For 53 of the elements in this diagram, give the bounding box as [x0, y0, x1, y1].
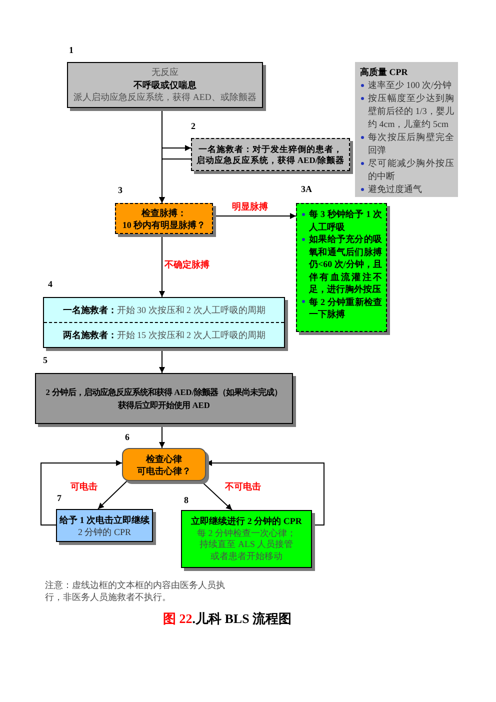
decision-box	[122, 448, 206, 481]
process-box	[296, 203, 387, 332]
bullet-text: 每次按压后胸壁完全回弹	[368, 131, 454, 157]
step-number: 3	[118, 185, 122, 196]
step-number: 4	[48, 279, 52, 290]
instruction-text: 一名施救者：开始 30 次按压和 2 次人工呼吸的周期	[62, 304, 266, 316]
edge-label: 可电击	[70, 482, 98, 492]
step-text: 2 分钟后，启动应急反应系统和获得 AED/除颤器（如果尚未完成）	[46, 386, 282, 398]
edge-label: 不可电击	[224, 482, 262, 492]
step-text: 无反应	[152, 66, 178, 79]
step-number: 6	[125, 432, 130, 443]
step-text: 检查脉搏：	[142, 206, 186, 218]
process-box	[35, 373, 293, 424]
step-number: 8	[184, 495, 188, 506]
step-text: 每 2 分钟检查一次心律；持续直至 ALS 人员接管或者患者开始移动	[196, 528, 297, 562]
arrow	[98, 480, 128, 510]
process-box	[43, 297, 285, 348]
arrow	[40, 460, 122, 526]
step-number: 1	[69, 45, 74, 56]
bullet-text: 每 3 秒钟给予 1 次人工呼吸	[309, 208, 382, 233]
step-text: 一名施救者：对于发生猝倒的患者，启动应急反应系统，获得 AED/除颤器	[196, 144, 346, 166]
step-text: 给予 1 次电击立即继续	[60, 514, 150, 526]
bullet-text: 每 2 分钟重新检查一下脉搏	[309, 296, 382, 320]
step-text: 可电击心律？	[137, 464, 191, 476]
instruction-text: 两名施救者：开始 15 次按压和 2 次人工呼吸的周期	[62, 329, 266, 341]
process-box	[181, 510, 312, 568]
bullet-text: 尽可能减少胸外按压的中断	[368, 157, 454, 183]
bullet-text: 如果给予充分的吸氧和通气后们脉搏仍<60 次/分钟，且伴有血流灌注不足，进行胸外按压	[309, 233, 382, 296]
figure-title: 图 22.儿科 BLS 流程图	[163, 611, 292, 627]
step-number: 5	[43, 355, 48, 366]
process-box	[56, 509, 153, 542]
bullet-text: 按压幅度至少达到胸壁前后径的 1/3，婴儿约 4cm，儿童约 5cm	[368, 92, 454, 131]
bullet-text: 避免过度通气	[368, 183, 423, 196]
edge-label: 明显脉搏	[231, 202, 269, 212]
decision-box	[115, 203, 213, 234]
step-text: 派人启动应急反应系统，获得 AED、或除颤器	[74, 91, 256, 104]
step-number: 3A	[301, 184, 312, 195]
bullet-text: 速率至少 100 次/分钟	[368, 79, 453, 92]
process-box	[191, 138, 350, 171]
edge-label: 不确定脉搏	[164, 260, 210, 270]
arrow	[159, 158, 192, 204]
step-text: 检查心律	[146, 452, 182, 464]
process-box	[67, 62, 263, 108]
step-text: 10 秒内有明显脉搏？	[122, 218, 206, 230]
step-text: 不呼吸或仅喘息	[134, 78, 196, 92]
step-text: 获得后立即开始使用 AED	[118, 400, 210, 412]
step-text: 2 分钟的 CPR	[78, 526, 131, 538]
step-text: 立即继续进行 2 分钟的 CPR	[191, 516, 302, 528]
step-number: 7	[57, 493, 62, 504]
note-text: 注意：虚线边框的文本框的内容由医务人员执行，非医务人员施救者不执行。	[45, 579, 226, 603]
panel-heading: 高质量 CPR	[360, 66, 409, 79]
step-number: 2	[191, 121, 196, 132]
info-panel	[355, 62, 458, 197]
